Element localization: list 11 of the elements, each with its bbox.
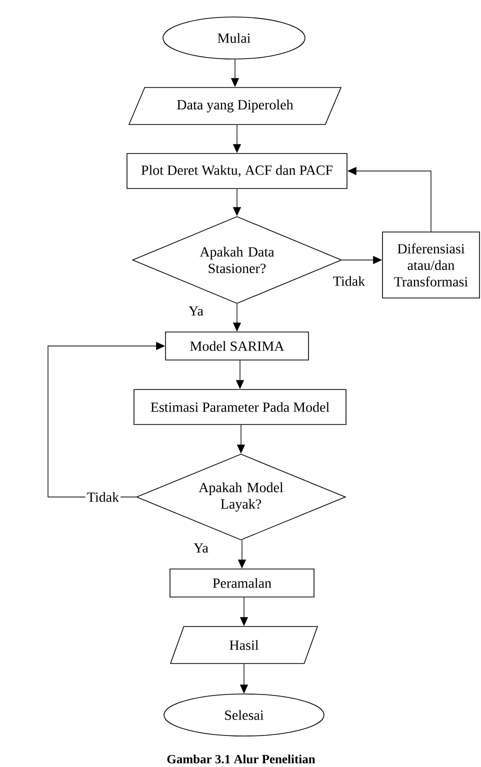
terminal-oval: Mulai [162, 16, 306, 60]
process-box: Plot Deret Waktu, ACF dan PACF [126, 153, 348, 189]
process-box: Model SARIMA [165, 332, 309, 360]
edge-label: Ya [187, 304, 205, 318]
terminal-oval: Selesai [164, 694, 324, 736]
edge-label: Tidak [85, 490, 121, 504]
process-box: Diferensiasi atau/dan Transformasi [382, 232, 480, 298]
process-box: Peramalan [170, 568, 314, 598]
caption: Gambar 3.1 Alur Penelitian [167, 754, 316, 764]
edge-label: Ya [192, 542, 210, 554]
process-box: Estimasi Parameter Pada Model [134, 389, 346, 425]
